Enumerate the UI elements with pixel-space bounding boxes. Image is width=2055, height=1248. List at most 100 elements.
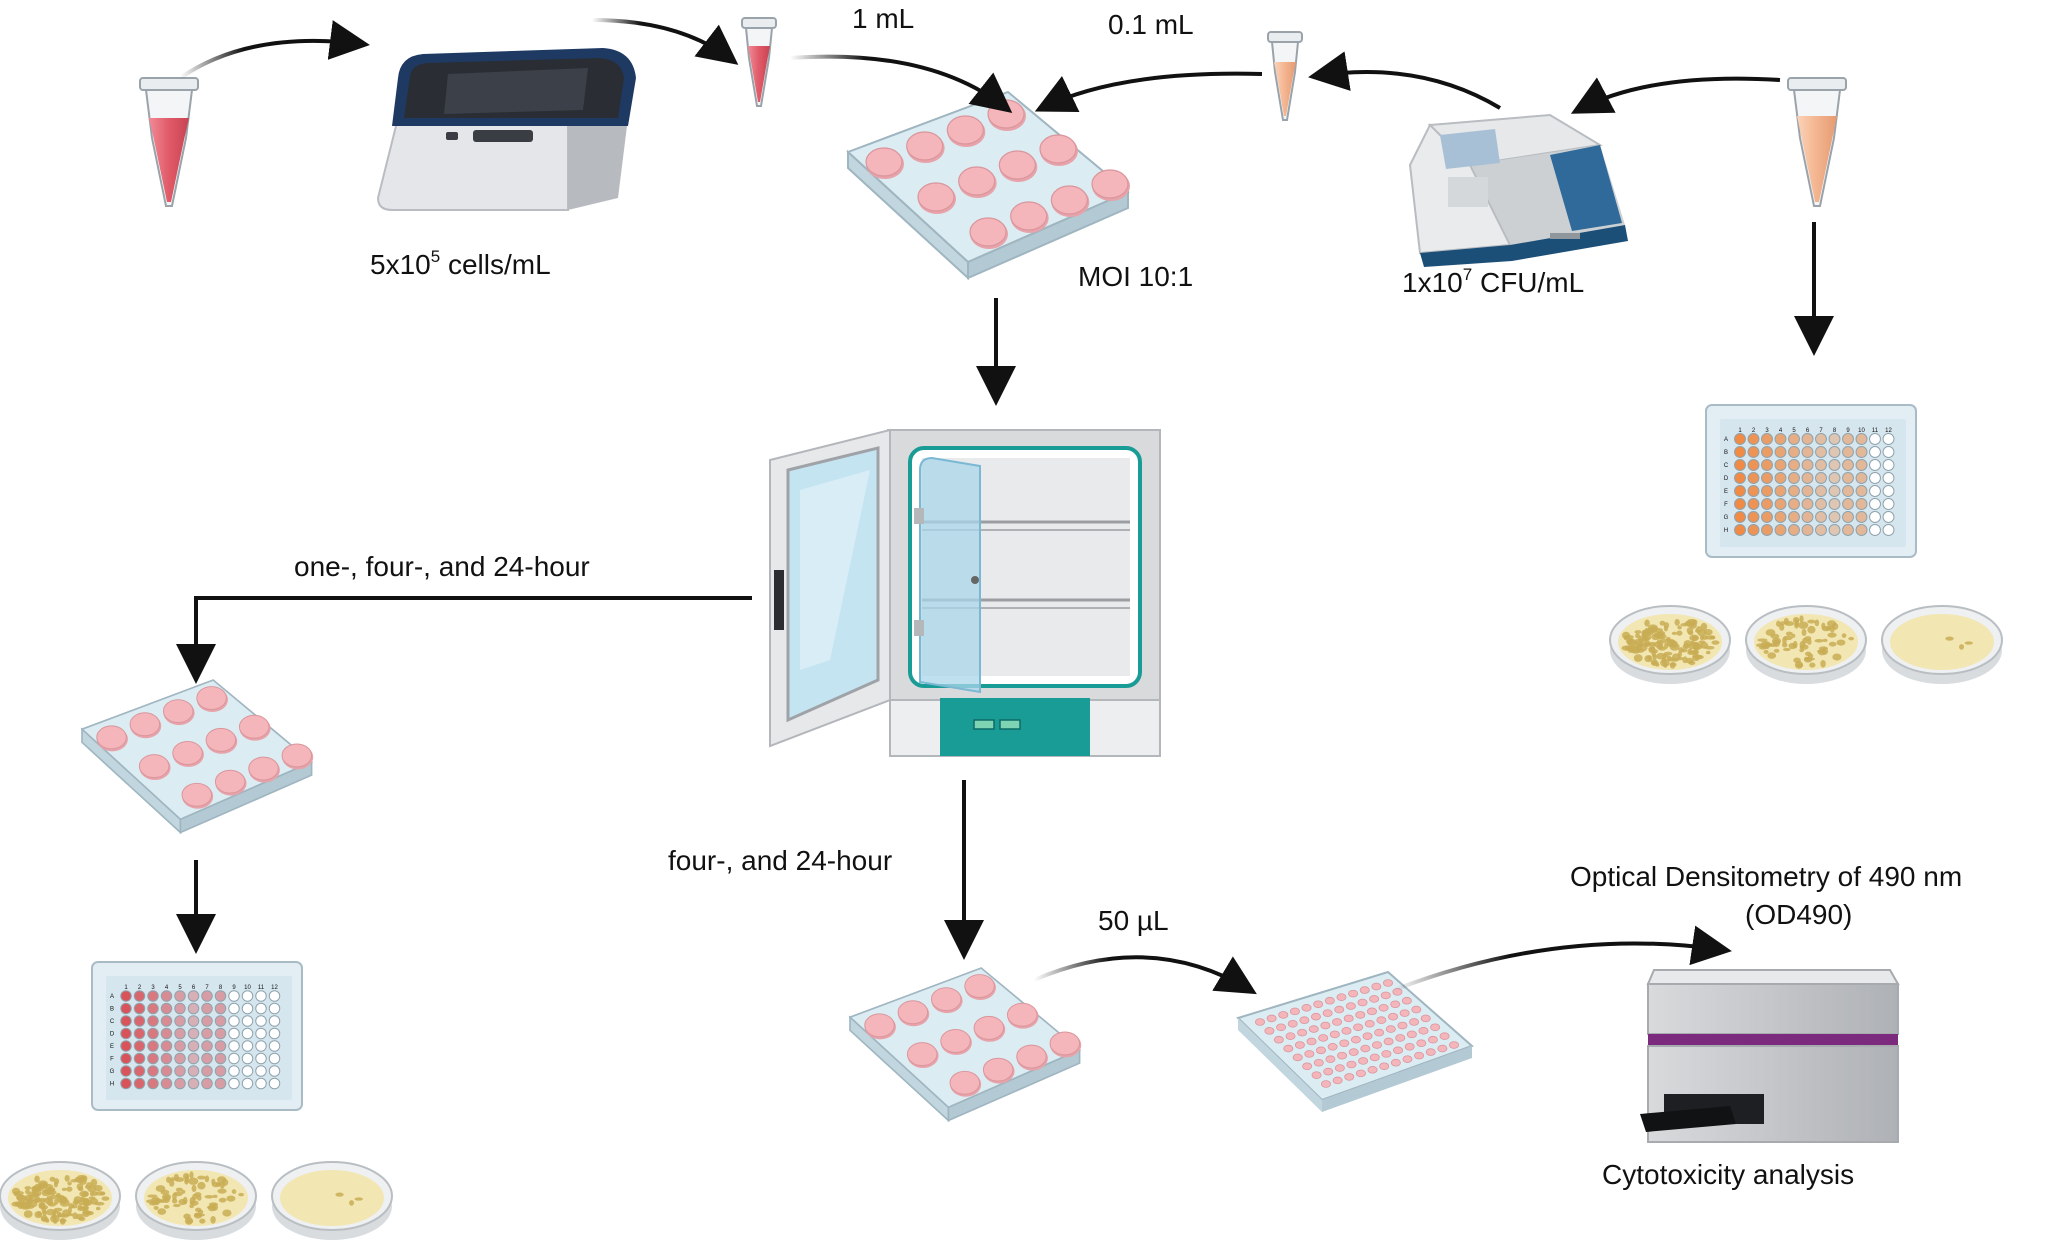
well <box>241 990 254 1002</box>
well <box>214 1002 227 1015</box>
colony <box>25 1189 30 1195</box>
colony <box>1763 649 1769 654</box>
well <box>1371 1041 1382 1049</box>
well <box>147 1052 159 1065</box>
well <box>998 150 1036 180</box>
well <box>1294 1041 1305 1049</box>
plate-row-label: A <box>1724 437 1728 443</box>
colony <box>1709 635 1716 640</box>
well <box>1359 986 1370 994</box>
well <box>241 1077 254 1090</box>
plate-row-label: C <box>110 1019 115 1025</box>
well <box>1276 1023 1287 1032</box>
colony <box>1848 636 1854 641</box>
colony <box>1635 633 1640 639</box>
well <box>1091 169 1129 199</box>
well <box>1358 1057 1369 1065</box>
plate-col-label: 1 <box>124 985 128 991</box>
colony <box>1633 654 1643 662</box>
well <box>174 1027 186 1040</box>
well <box>1039 134 1077 164</box>
well <box>196 686 227 711</box>
plate-col-label: 4 <box>1779 428 1783 434</box>
well <box>1418 1027 1429 1035</box>
well <box>147 1027 159 1040</box>
colony <box>1793 657 1801 664</box>
well <box>187 1002 200 1015</box>
colony <box>188 1177 199 1185</box>
plate-row-label: E <box>1724 489 1728 495</box>
well <box>1788 459 1800 471</box>
well <box>205 727 237 752</box>
well <box>147 1040 159 1052</box>
colony <box>199 1218 206 1224</box>
colony <box>1758 646 1768 650</box>
colony <box>197 1209 204 1215</box>
well <box>1828 459 1841 471</box>
well <box>133 1077 146 1090</box>
well <box>1747 511 1760 523</box>
plate-row-label: D <box>1724 476 1729 482</box>
well <box>1801 511 1814 523</box>
well <box>147 1015 159 1027</box>
well <box>268 1040 281 1052</box>
well <box>1374 1028 1385 1037</box>
colony <box>1829 625 1835 633</box>
well <box>1390 1000 1401 1009</box>
well <box>1325 1055 1336 1063</box>
colony <box>70 1178 78 1183</box>
colony <box>1836 639 1846 646</box>
plate-col-label: 2 <box>138 985 142 991</box>
well <box>1409 1018 1420 1026</box>
colony <box>169 1179 175 1187</box>
well <box>201 1002 213 1015</box>
well <box>1266 1014 1277 1023</box>
colony <box>1696 626 1703 633</box>
colony <box>1636 643 1644 648</box>
well <box>1353 1023 1364 1032</box>
colony <box>1798 621 1809 629</box>
well <box>1882 511 1895 523</box>
well <box>248 756 279 781</box>
well <box>160 1027 173 1040</box>
well <box>201 1065 213 1077</box>
tube-cells-diluted <box>741 17 777 107</box>
colony <box>1799 640 1806 649</box>
colony <box>90 1178 98 1187</box>
well <box>1842 446 1854 458</box>
colony <box>222 1209 232 1217</box>
well <box>865 147 903 177</box>
well <box>1788 446 1800 458</box>
petri-dishes-right <box>1609 605 2003 684</box>
colony <box>1700 622 1708 631</box>
well <box>1747 459 1760 471</box>
well <box>214 1015 227 1027</box>
colony <box>99 1191 106 1196</box>
well <box>1747 485 1760 497</box>
well <box>228 1040 240 1052</box>
colony <box>1677 625 1682 630</box>
well <box>1869 498 1881 510</box>
well <box>255 1052 267 1065</box>
colony <box>231 1189 237 1194</box>
plate-col-label: 9 <box>232 985 236 991</box>
well <box>1264 1027 1275 1035</box>
colony <box>1668 639 1675 645</box>
tube-bacteria-diluted <box>1267 31 1303 121</box>
well <box>1801 433 1814 445</box>
well <box>120 1077 132 1090</box>
well <box>96 725 127 750</box>
well <box>1378 1004 1389 1012</box>
plate-row-label: B <box>110 1007 114 1013</box>
well <box>1376 1016 1387 1025</box>
well <box>174 1002 186 1015</box>
colony <box>219 1181 225 1189</box>
petri-agar <box>280 1170 384 1226</box>
well <box>172 741 203 765</box>
well <box>1369 1053 1380 1062</box>
well <box>1788 524 1800 536</box>
well <box>1774 498 1787 510</box>
well <box>268 1002 281 1015</box>
well <box>147 990 159 1002</box>
well <box>228 1065 240 1077</box>
